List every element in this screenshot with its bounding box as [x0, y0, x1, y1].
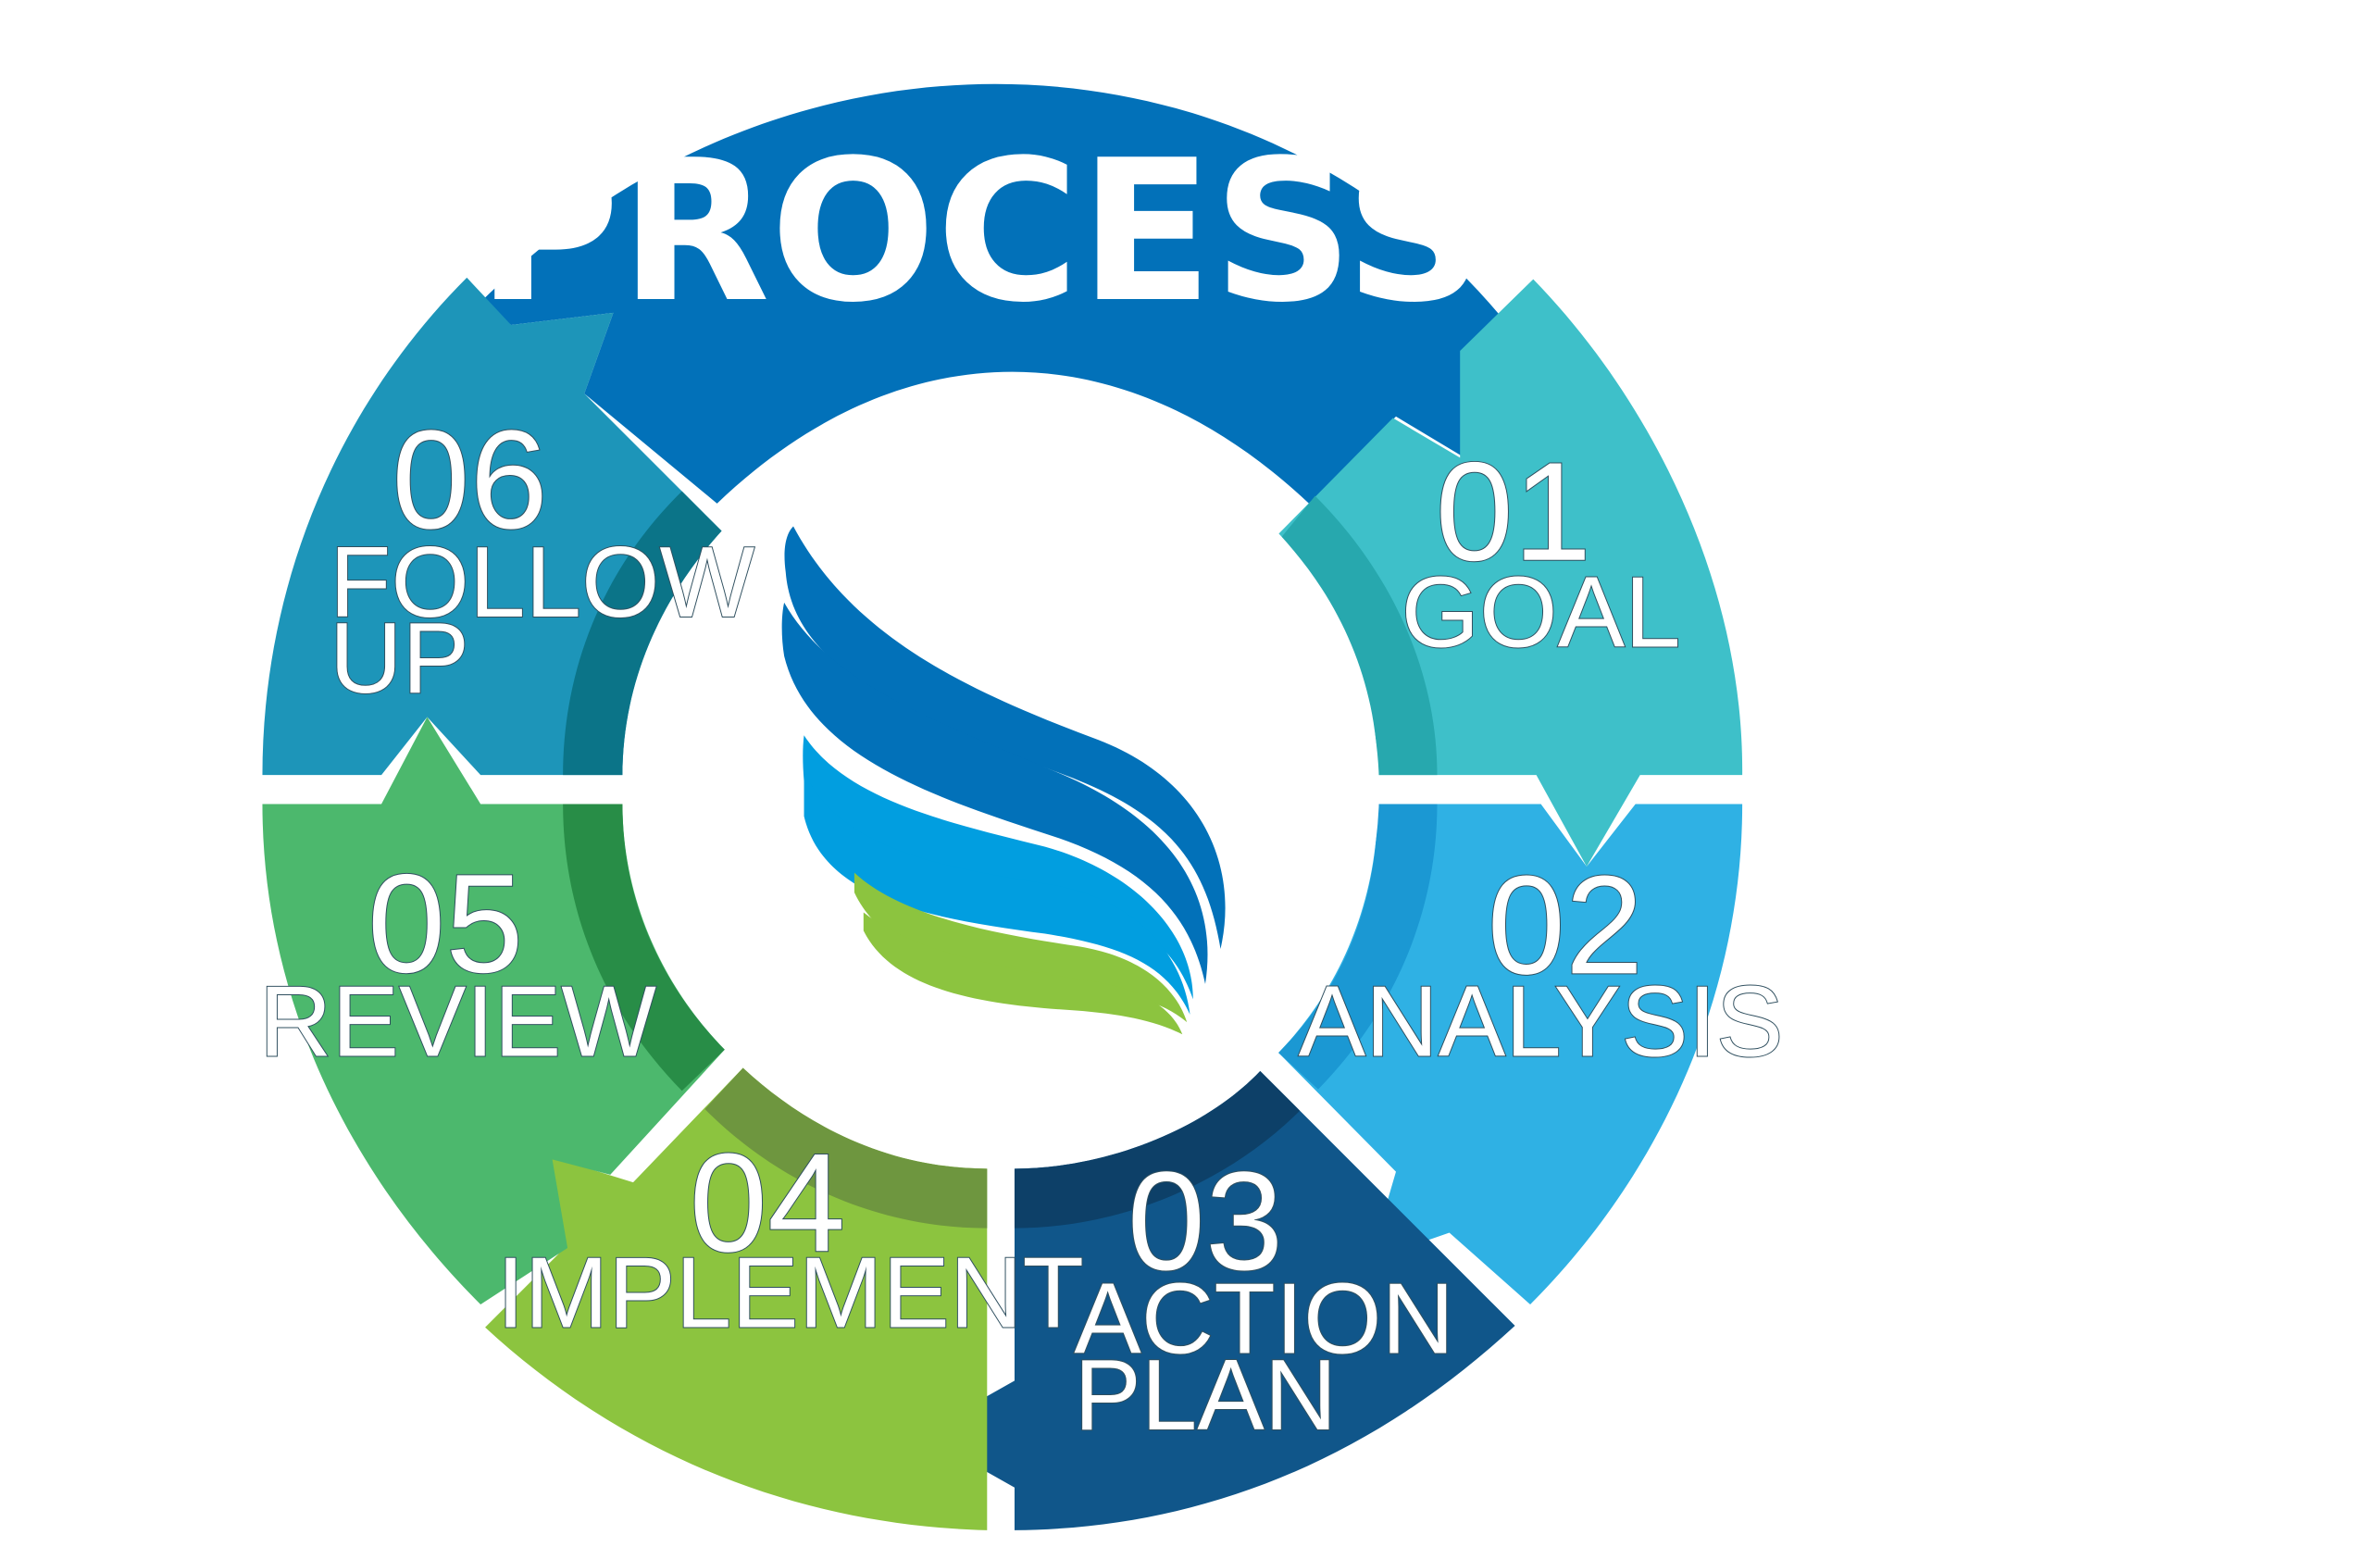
step-label: ANALYSIS — [1299, 966, 1784, 1078]
segment-review-inner — [563, 804, 725, 1092]
step-number: 03 — [1128, 1143, 1284, 1300]
segment-analysis-inner — [1278, 804, 1438, 1090]
process-title-band — [480, 83, 1511, 504]
step-label-line1: ACTION — [1074, 1264, 1454, 1376]
step-number: 06 — [392, 402, 548, 558]
step-label: GOAL — [1401, 557, 1680, 669]
step-review: 05 REVIEW — [258, 845, 657, 1079]
logo-stroke-dark-blue-lower — [781, 602, 1208, 984]
step-follow-up: 06 FOLLOW UP — [329, 401, 756, 716]
step-label: REVIEW — [259, 966, 656, 1078]
segment-goal-inner — [1281, 495, 1438, 776]
step-analysis: 02 ANALYSIS — [1298, 846, 1785, 1079]
logo-stroke-light-blue — [803, 735, 1193, 1000]
page-title: PROCESS — [477, 118, 1486, 345]
swoosh-logo-icon — [781, 526, 1226, 1035]
step-number: 02 — [1488, 847, 1644, 1004]
step-number: 04 — [690, 1125, 846, 1281]
step-number: 01 — [1436, 434, 1592, 591]
step-label-line2: PLAN — [1074, 1340, 1337, 1452]
step-action-plan: 03 ACTION PLAN — [1073, 1142, 1455, 1453]
logo-stroke-dark-blue-top — [784, 526, 1226, 950]
step-label-line1: FOLLOW — [330, 527, 755, 639]
step-implement: 04 IMPLEMENT — [495, 1124, 1084, 1350]
segment-follow-up-inner — [563, 491, 722, 776]
logo-stroke-light-blue-lower — [804, 770, 1190, 1015]
step-label-line2: UP — [330, 603, 469, 715]
logo-stroke-green-bottom — [863, 912, 1183, 1035]
step-label: IMPLEMENT — [496, 1238, 1083, 1350]
segment-action-plan-inner — [1014, 1070, 1301, 1229]
step-number: 05 — [368, 846, 524, 1003]
step-goal: 01 GOAL — [1400, 433, 1681, 670]
segment-implement-inner — [704, 1067, 988, 1229]
